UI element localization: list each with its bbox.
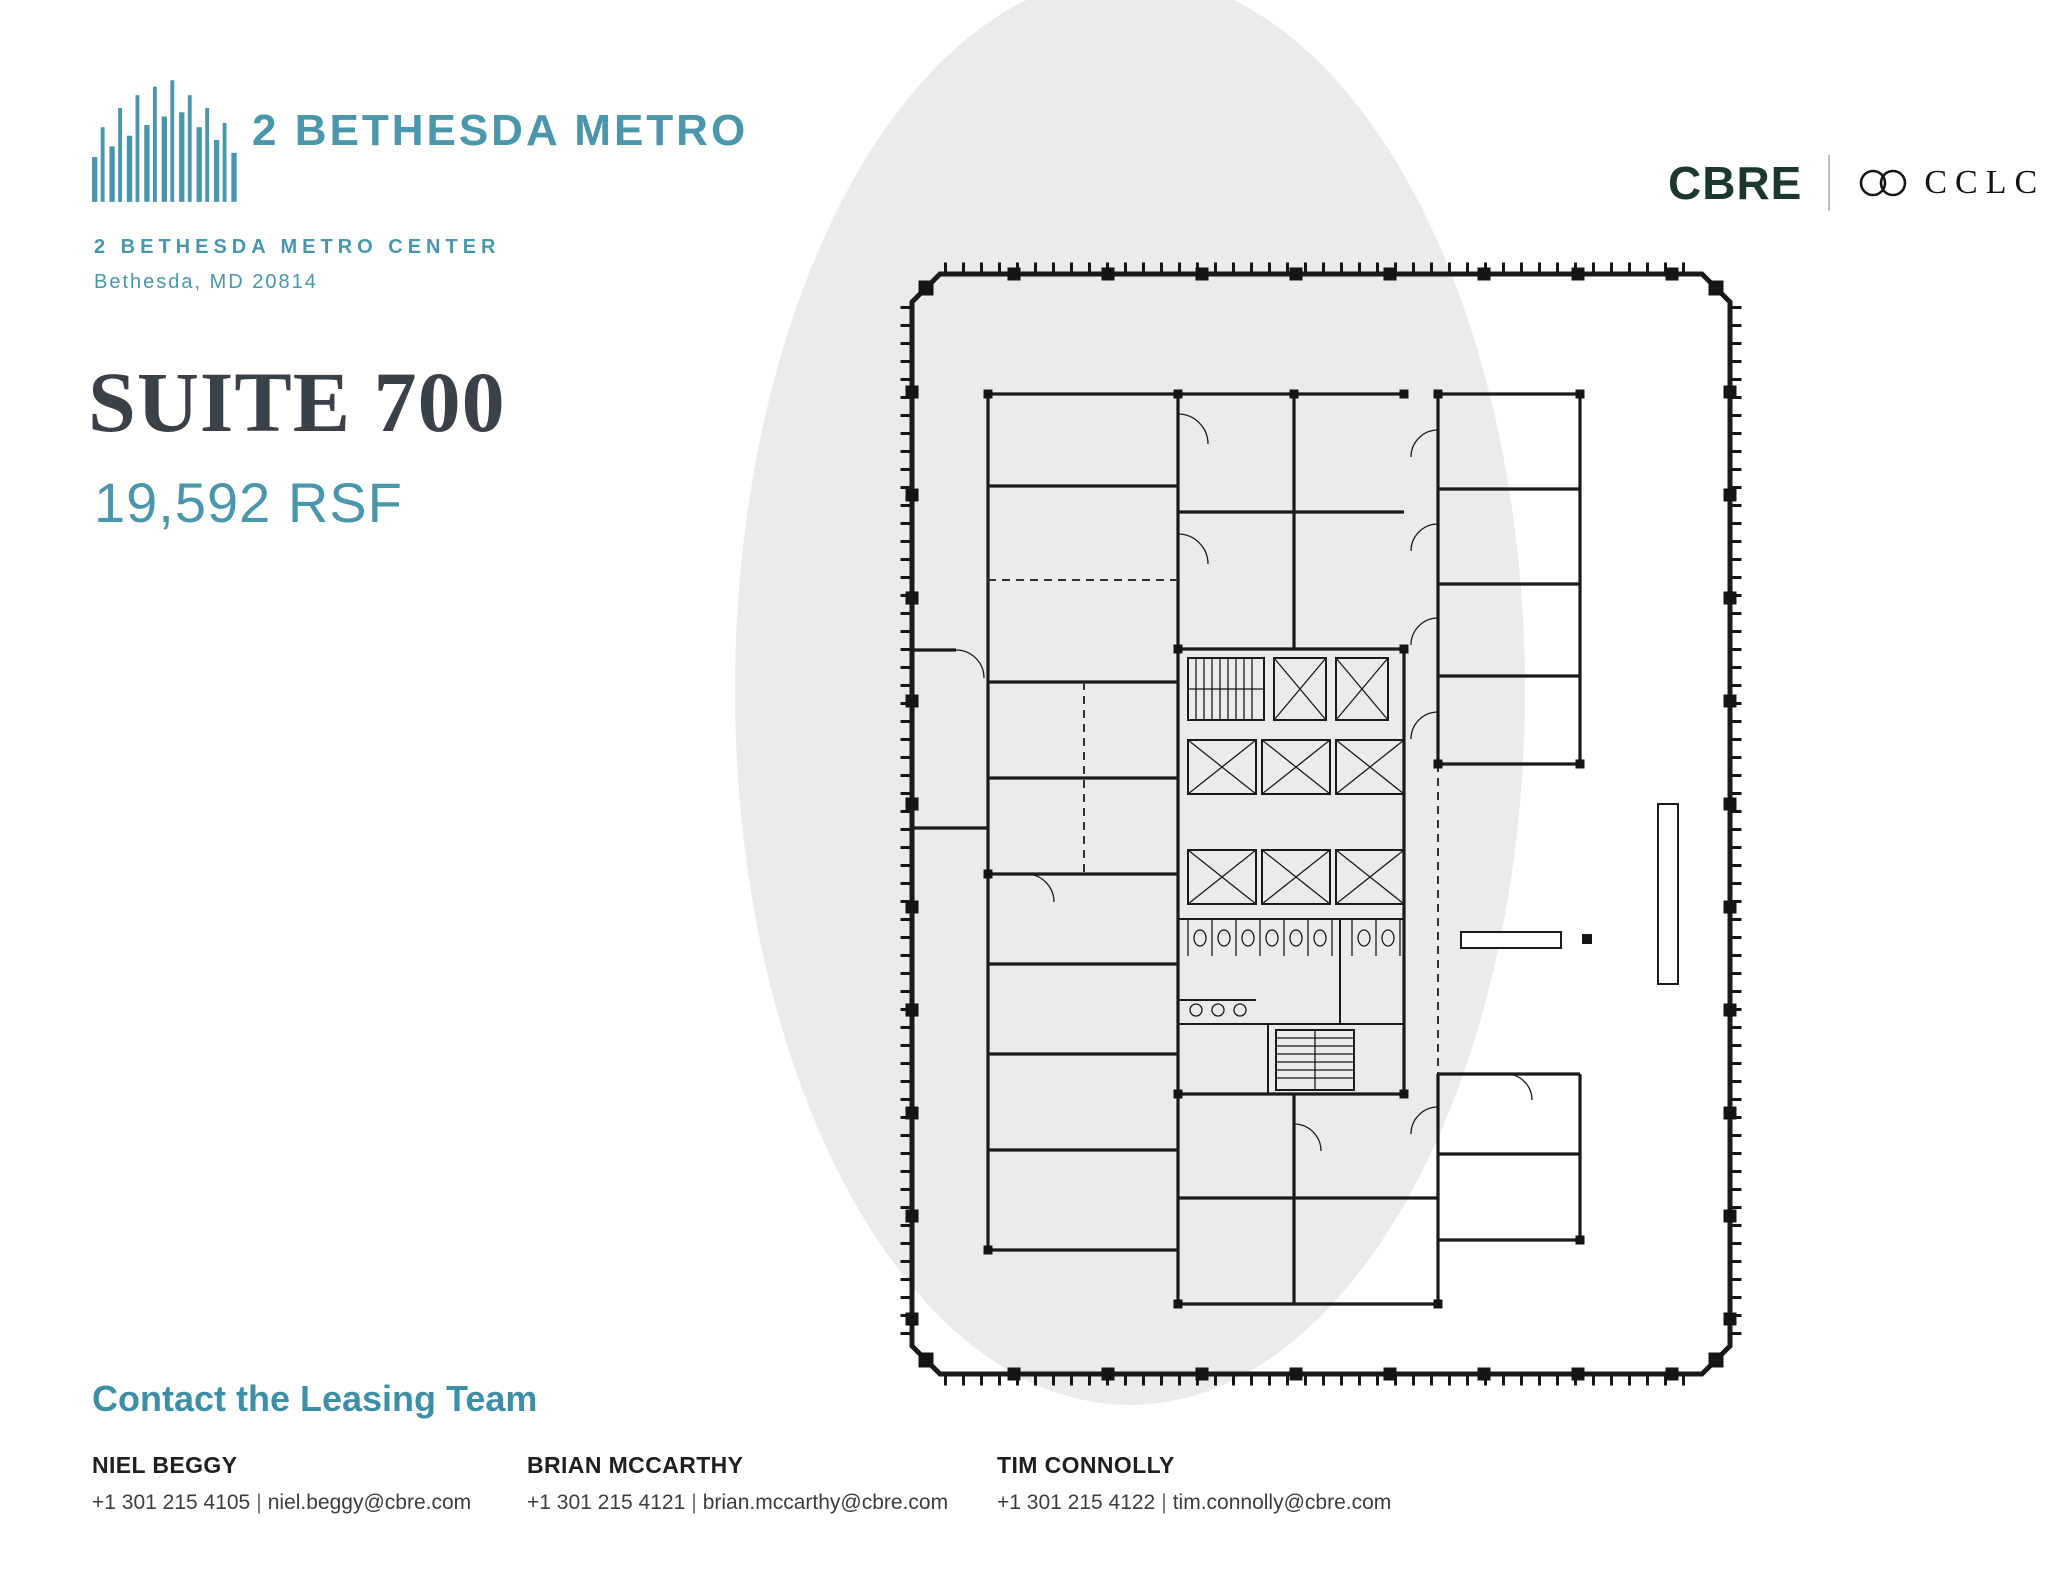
stairwell-lower [1275,1029,1355,1091]
broker-logos: CBRE CCLC [1668,148,2045,218]
building-bars-icon [92,80,237,202]
cclc-rings-icon [1860,169,1907,197]
contact-email[interactable]: tim.connolly@cbre.com [1172,1491,1392,1514]
shaft-boxes [1273,657,1389,721]
plan-window-mullions [900,262,1742,1386]
door-arcs [955,413,1533,1152]
plan-interior-walls [912,392,1582,1306]
building-address: 2 BETHESDA METRO CENTER Bethesda, MD 208… [94,230,501,300]
contact-phone: +1 301 215 4122 [997,1491,1156,1514]
plan-wall-junction-columns [983,389,1585,1309]
contact-detail: +1 301 215 4122|tim.connolly@cbre.com [997,1491,1391,1515]
contact-heading: Contact the Leasing Team [92,1378,538,1419]
contact-name: TIM CONNOLLY [997,1452,1175,1478]
contact-card: TIM CONNOLLY +1 301 215 4122|tim.connoll… [997,1452,1391,1515]
contact-separator: | [1161,1491,1167,1514]
contact-separator: | [691,1491,697,1514]
brand-name: 2 BETHESDA METRO [252,106,749,155]
contact-detail: +1 301 215 4105|niel.beggy@cbre.com [92,1491,471,1515]
cclc-logo: CCLC [1856,164,2045,202]
floor-plan [896,262,1746,1390]
contact-email[interactable]: brian.mccarthy@cbre.com [702,1491,949,1514]
cbre-logo: CBRE [1668,157,1803,209]
background-circle-decoration [735,0,1525,1405]
plan-outline [909,271,1733,1377]
contact-name: NIEL BEGGY [92,1452,238,1478]
contact-phone: +1 301 215 4105 [92,1491,251,1514]
restrooms [1178,919,1401,1017]
elevator-bank-upper [1187,739,1405,795]
elevator-bank-lower [1187,849,1405,905]
contact-name: BRIAN MCCARTHY [527,1452,744,1478]
contact-separator: | [256,1491,262,1514]
plan-perimeter-columns [905,267,1737,1381]
address-line-1: 2 BETHESDA METRO CENTER [94,236,501,258]
contact-email[interactable]: niel.beggy@cbre.com [267,1491,472,1514]
contact-phone: +1 301 215 4121 [527,1491,686,1514]
suite-title: SUITE 700 [88,354,506,450]
logo-divider [1828,155,1831,211]
suite-size: 19,592 RSF [94,471,403,534]
stairwell-upper [1187,657,1265,721]
address-line-2: Bethesda, MD 20814 [94,271,318,293]
cclc-wordmark: CCLC [1924,164,2046,201]
contact-detail: +1 301 215 4121|brian.mccarthy@cbre.com [527,1491,948,1515]
contact-card: NIEL BEGGY +1 301 215 4105|niel.beggy@cb… [92,1452,471,1515]
contact-card: BRIAN MCCARTHY +1 301 215 4121|brian.mcc… [527,1452,948,1515]
reception-desk [1460,803,1679,985]
